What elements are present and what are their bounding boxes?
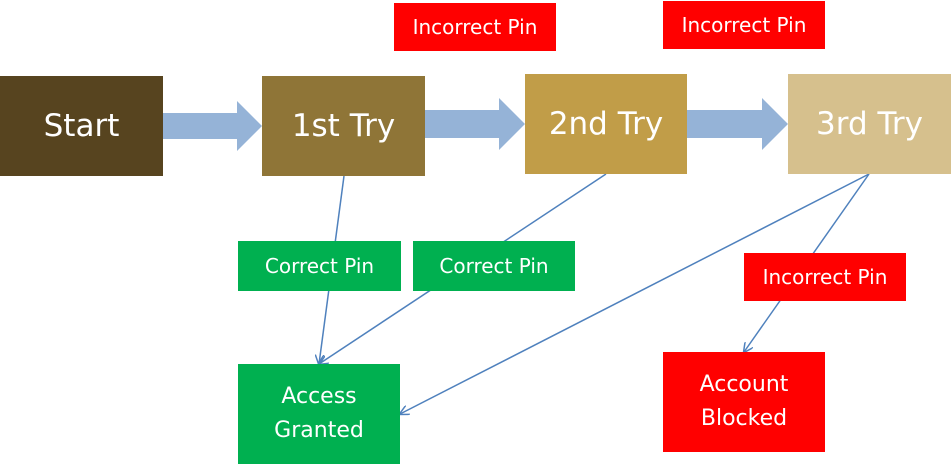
first-try-node: 1st Try xyxy=(262,76,425,176)
start-label: Start xyxy=(43,108,120,144)
incorrect-pin-label-3: Incorrect Pin xyxy=(744,253,906,301)
incorrect-pin-label-2: Incorrect Pin xyxy=(663,1,825,49)
block-arrow-try2-to-try3 xyxy=(687,98,788,150)
access-granted-node: Access Granted xyxy=(238,364,400,464)
incorrect-pin-text-1: Incorrect Pin xyxy=(412,15,538,39)
incorrect-pin-label-1: Incorrect Pin xyxy=(394,3,556,51)
account-blocked-node: Account Blocked xyxy=(663,352,825,452)
access-granted-line-2: Granted xyxy=(274,418,364,443)
correct-pin-label-1: Correct Pin xyxy=(238,241,401,291)
correct-pin-label-2: Correct Pin xyxy=(413,241,575,291)
start-node: Start xyxy=(0,76,163,176)
access-granted-line-1: Access xyxy=(281,384,357,409)
second-try-label: 2nd Try xyxy=(548,106,664,142)
incorrect-pin-text-2: Incorrect Pin xyxy=(681,13,807,37)
second-try-node: 2nd Try xyxy=(525,74,687,174)
connector-try3-to-granted xyxy=(400,173,870,414)
third-try-node: 3rd Try xyxy=(788,74,951,174)
block-arrow-start-to-try1 xyxy=(163,101,262,151)
account-blocked-line-1: Account xyxy=(699,372,789,397)
first-try-label: 1st Try xyxy=(291,108,396,144)
block-arrow-try1-to-try2 xyxy=(425,98,525,150)
incorrect-pin-text-3: Incorrect Pin xyxy=(762,265,888,289)
third-try-label: 3rd Try xyxy=(816,106,923,142)
account-blocked-line-2: Blocked xyxy=(700,406,788,431)
correct-pin-text-1: Correct Pin xyxy=(264,254,375,278)
correct-pin-text-2: Correct Pin xyxy=(439,254,549,278)
